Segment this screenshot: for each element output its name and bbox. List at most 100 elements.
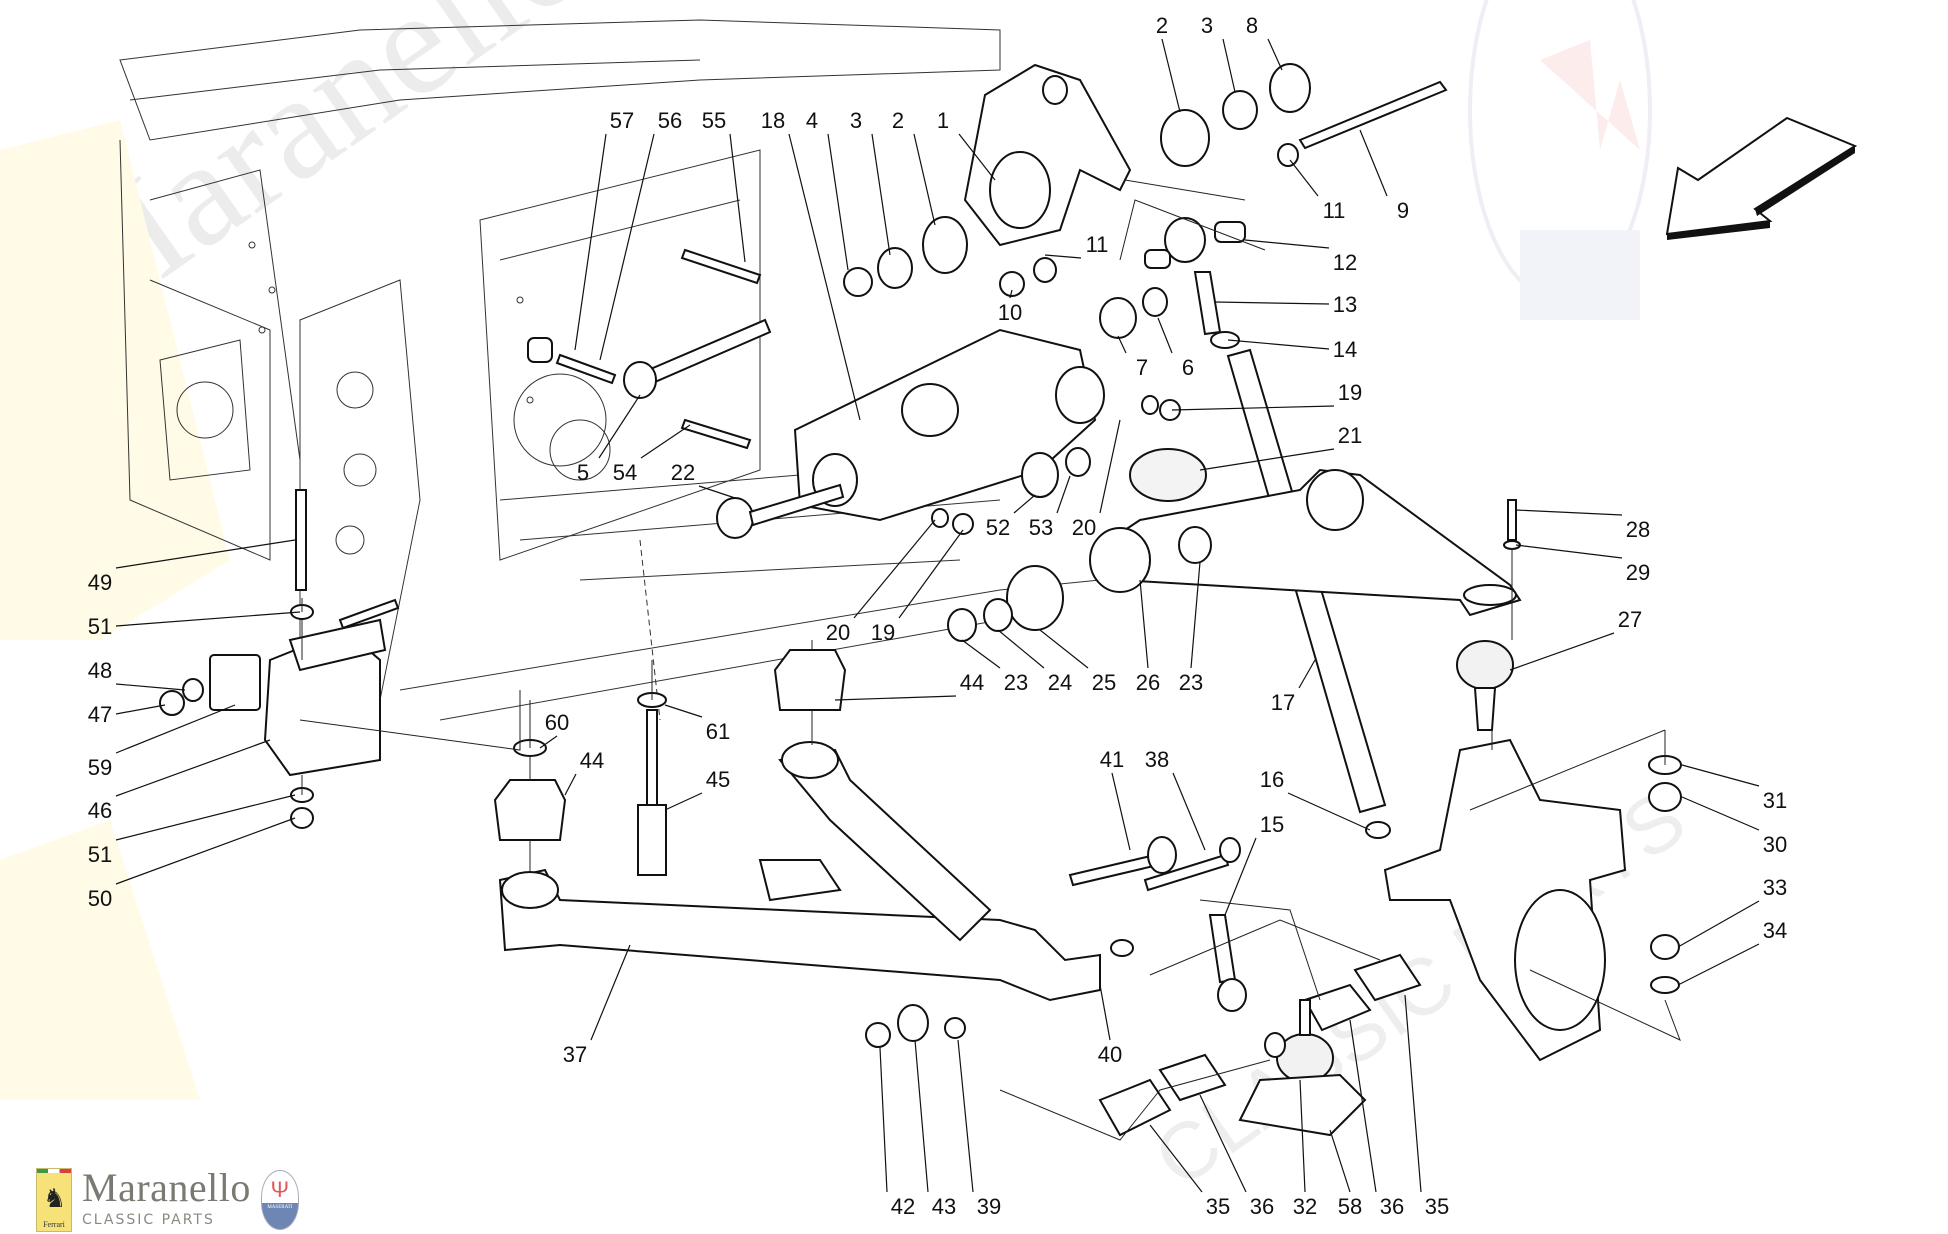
spacer-6 [1142,287,1168,317]
parts-layer [159,63,1682,1137]
leader-line [961,639,1001,669]
ferrari-badge-text: Ferrari [43,1220,65,1229]
callout-label: 16 [1260,767,1284,792]
nut-14 [1210,331,1240,349]
leader-line [1677,943,1760,986]
wishbone-eye [1089,527,1151,593]
leader-line [115,817,296,885]
leader-line [957,1039,974,1193]
ball-joint-27 [1456,640,1514,690]
hub-bore [1514,889,1606,1031]
nut-30 [1648,782,1682,812]
nut-33 [1650,934,1680,960]
ferrari-watermark-shape [0,120,230,640]
leader-line [898,529,964,619]
callout-label: 35 [1425,1194,1449,1219]
leader-line [1157,317,1173,354]
nut-10 [999,271,1025,297]
plate-36b [1303,983,1372,1032]
leader-line [115,611,301,627]
bolt-45 [646,709,658,811]
callout-label: 56 [658,108,682,133]
callout-label: 35 [1206,1194,1230,1219]
leader-line [1224,837,1257,916]
callout-label: 61 [706,719,730,744]
leader-line [1404,994,1422,1193]
bolt-9 [1298,80,1448,150]
leader-line [1009,289,1013,299]
rod-end-12 [1164,217,1206,263]
callout-label: 29 [1626,560,1650,585]
watermark: Maranello CLASSIC PARTS [0,0,1701,1204]
callout-label: 8 [1246,13,1258,38]
bolt-5-head [623,361,657,399]
callout-label: 45 [706,767,730,792]
spacer-36c [1264,1032,1286,1058]
leader-line [1298,659,1316,689]
bolt-38 [1143,853,1230,892]
plate-35a [1098,1078,1172,1137]
leader-line [1244,239,1330,249]
leader-line [1299,1079,1306,1193]
callout-label: 23 [1179,670,1203,695]
bolt-38-head [1219,837,1241,863]
callout-label: 60 [545,710,569,735]
plate-36a [1158,1053,1227,1102]
callout-label: 49 [88,570,112,595]
lower-wishbone-37 [498,868,1101,1002]
leader-line [640,424,691,459]
spacer-23 [947,608,977,642]
callout-label: 2 [1156,13,1168,38]
callout-label: 19 [1338,380,1362,405]
front-direction-arrow-icon [1665,116,1858,240]
leader-line [1287,792,1371,831]
callout-label: 20 [1072,515,1096,540]
nut-19b [952,513,974,535]
callout-label: 25 [1092,670,1116,695]
nut-39 [944,1017,966,1039]
callout-label: 18 [761,108,785,133]
leader-line [1222,38,1236,93]
callout-label: 52 [986,515,1010,540]
leader-line [1117,335,1127,354]
callout-label: 47 [88,702,112,727]
spacer-12b [1214,221,1246,243]
leader-line [1289,159,1319,197]
leader-line [834,695,957,701]
callout-label: 23 [1004,670,1028,695]
washer-20 [1141,395,1159,415]
callout-label: 2 [892,108,904,133]
stud-54 [680,418,752,450]
brand-wordmark: Maranello CLASSIC PARTS [82,1168,251,1229]
callout-label: 11 [1086,232,1109,257]
washer-48 [182,678,204,702]
leader-line [1329,1129,1351,1193]
plate-35b [1353,953,1422,1002]
callout-label: 34 [1763,918,1787,943]
maserati-watermark-band [1520,230,1640,320]
callout-label: 12 [1333,250,1357,275]
bracket-eye-2 [1055,366,1105,424]
leader-line [1056,475,1071,514]
stud-56 [555,353,617,385]
callout-label: 46 [88,798,112,823]
maserati-badge-text: MASERATI [267,1205,293,1210]
leader-line [788,133,861,421]
leader-line [1099,984,1111,1041]
upper-wishbone-26 [1108,468,1522,617]
leader-line [1359,129,1388,197]
leader-line [1199,448,1335,471]
leader-line [574,133,607,351]
leader-line [115,739,271,797]
chassis-frame [119,19,1101,721]
callout-label: 19 [871,620,895,645]
callout-label: 22 [671,460,695,485]
bracket-bore [989,151,1051,229]
leader-line [698,485,736,499]
leader-line [598,394,641,459]
callout-label: 1 [937,108,949,133]
leader-line [997,629,1045,669]
callout-label: 31 [1763,788,1787,813]
